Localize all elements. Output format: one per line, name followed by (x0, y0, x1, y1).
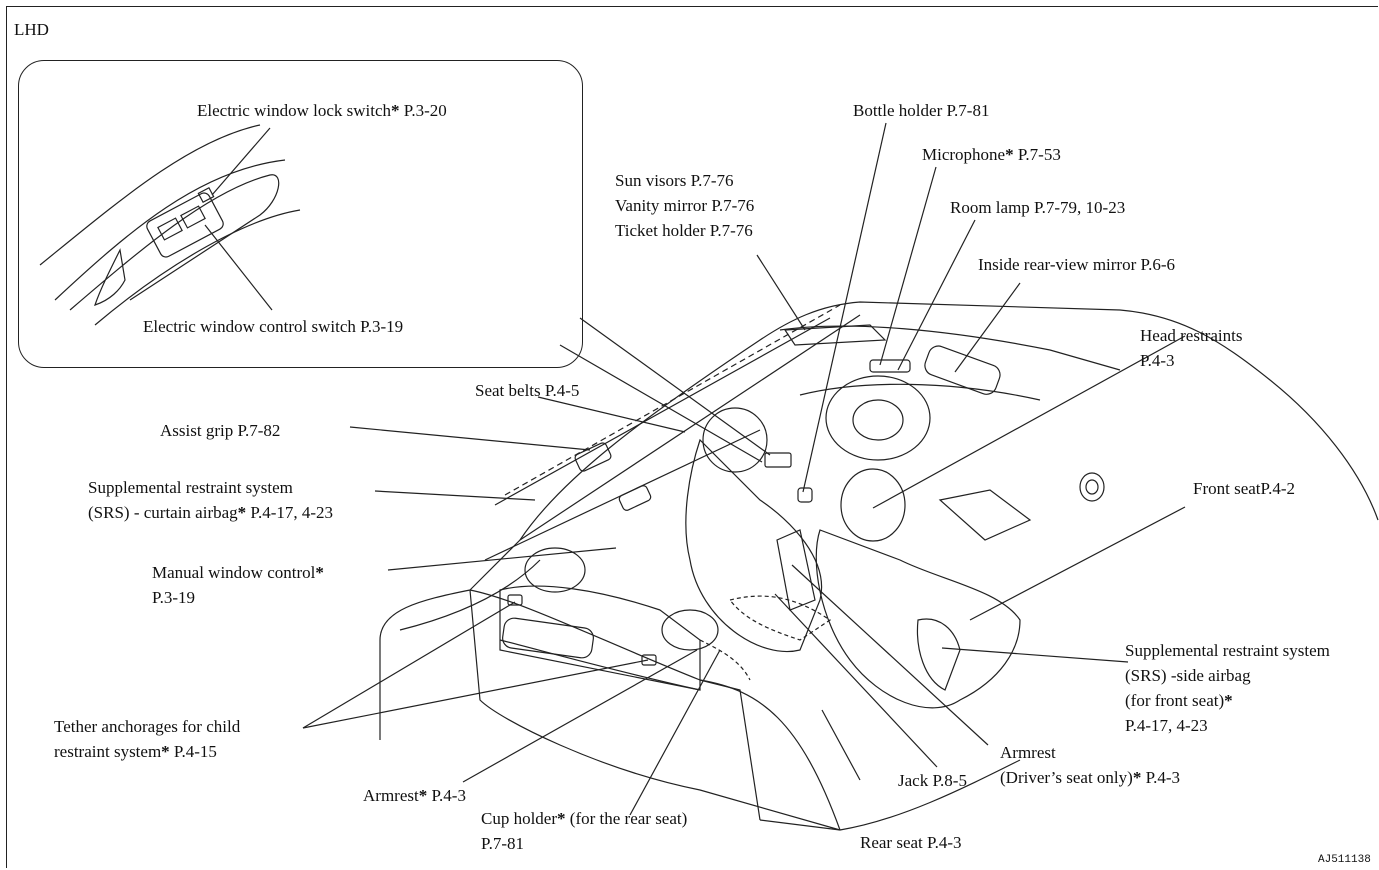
label-seat-belts: Seat belts P.4-5 (475, 381, 580, 400)
label-srs-side-1: Supplemental restraint system (1125, 641, 1330, 660)
label-microphone: Microphone* P.7-53 (922, 145, 1061, 164)
label-ticket-holder: Ticket holder P.7-76 (615, 221, 753, 240)
label-sun-visors: Sun visors P.7-76 (615, 171, 734, 190)
label-inside-mirror: Inside rear-view mirror P.6-6 (978, 255, 1175, 274)
figure-code: AJ511138 (1318, 854, 1371, 866)
label-tether-2: restraint system* P.4-15 (54, 742, 217, 761)
label-srs-curtain-1: Supplemental restraint system (88, 478, 293, 497)
label-armrest-driver-1: Armrest (1000, 743, 1056, 762)
label-srs-side-3: (for front seat)* (1125, 691, 1233, 710)
page-title: LHD (14, 20, 49, 39)
label-srs-side-ref: P.4-17, 4-23 (1125, 716, 1208, 735)
label-srs-side-2: (SRS) -side airbag (1125, 666, 1251, 685)
label-armrest-rear: Armrest* P.4-3 (363, 786, 466, 805)
label-vanity-mirror: Vanity mirror P.7-76 (615, 196, 755, 215)
label-manual-window: Manual window control* (152, 563, 324, 582)
leader-lines (302, 122, 1186, 816)
zoom-line (559, 344, 763, 463)
control-switch-leader (204, 224, 273, 311)
label-jack: Jack P.8-5 (898, 771, 967, 790)
car-body (379, 301, 1379, 831)
door-panel-drawing (39, 124, 301, 326)
window-switch-inset (18, 60, 583, 368)
label-head-restraints-ref: P.4-3 (1140, 351, 1175, 370)
label-armrest-driver-2: (Driver’s seat only)* P.4-3 (1000, 768, 1181, 787)
diagram-frame (6, 6, 1378, 868)
label-tether-1: Tether anchorages for child (54, 717, 241, 736)
lock-switch-leader (211, 127, 271, 196)
label-window-control-switch: Electric window control switch P.3-19 (143, 317, 404, 336)
label-front-seat: Front seatP.4-2 (1193, 479, 1295, 498)
label-cup-holder: Cup holder* (for the rear seat) (481, 809, 688, 828)
label-rear-seat: Rear seat P.4-3 (860, 833, 962, 852)
label-assist-grip: Assist grip P.7-82 (160, 421, 281, 440)
label-window-lock-switch: Electric window lock switch* P.3-20 (197, 101, 447, 120)
label-bottle-holder: Bottle holder P.7-81 (853, 101, 990, 120)
label-room-lamp: Room lamp P.7-79, 10-23 (950, 198, 1126, 217)
zoom-line (579, 317, 771, 456)
label-manual-window-ref: P.3-19 (152, 588, 195, 607)
label-cup-holder-ref: P.7-81 (481, 834, 524, 853)
label-srs-curtain-2: (SRS) - curtain airbag* P.4-17, 4-23 (88, 503, 334, 522)
label-head-restraints: Head restraints (1140, 326, 1243, 345)
